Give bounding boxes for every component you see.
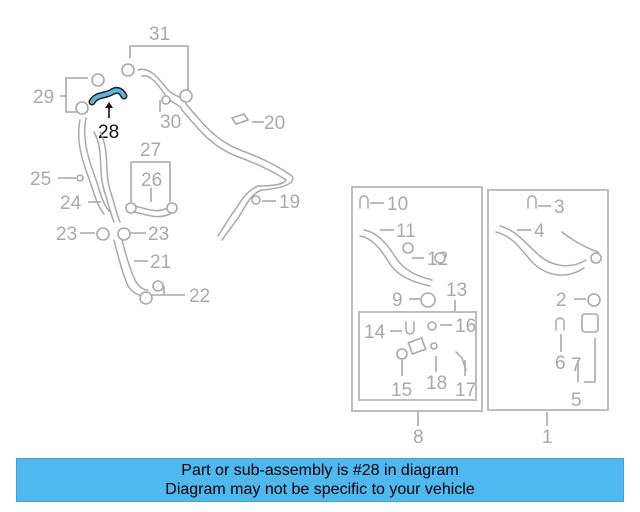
callout-4: 4	[534, 221, 545, 242]
callout-29: 29	[33, 87, 54, 108]
callout-24: 24	[60, 193, 82, 214]
part-28-hose	[88, 86, 128, 118]
callout-10: 10	[387, 194, 408, 215]
parts-diagram: 31 29 30 28 20 27 26 25 24 19 23 23 21 2…	[30, 24, 609, 448]
info-banner: Part or sub-assembly is #28 in diagram D…	[16, 458, 624, 502]
callout-22: 22	[189, 286, 210, 307]
callout-21: 21	[150, 252, 171, 273]
callout-11: 11	[396, 221, 416, 242]
box-1	[487, 189, 609, 411]
callout-7: 7	[571, 355, 582, 376]
callout-15: 15	[391, 380, 412, 401]
callout-13: 13	[446, 280, 467, 301]
callout-18: 18	[426, 373, 447, 394]
box-8	[351, 186, 483, 412]
callout-16: 16	[455, 316, 476, 337]
callout-30: 30	[160, 112, 181, 133]
callout-2: 2	[556, 290, 567, 311]
box-1-parts	[495, 195, 602, 333]
box-13	[358, 311, 477, 401]
callout-23-left: 23	[56, 224, 77, 245]
callout-27: 27	[140, 140, 161, 161]
callout-5: 5	[571, 390, 582, 411]
callout-1: 1	[542, 427, 553, 448]
callout-26: 26	[141, 170, 162, 191]
callout-31: 31	[149, 24, 170, 45]
box-8-parts	[359, 195, 467, 371]
callout-19: 19	[279, 192, 300, 213]
callout-28: 28	[98, 122, 119, 143]
banner-line-2: Diagram may not be specific to your vehi…	[165, 481, 475, 498]
callout-8: 8	[413, 427, 424, 448]
callout-14: 14	[364, 322, 386, 343]
callout-25: 25	[30, 169, 51, 190]
callout-23-right: 23	[148, 224, 169, 245]
banner-line-1: Part or sub-assembly is #28 in diagram	[181, 462, 459, 479]
callout-20: 20	[264, 113, 285, 134]
callout-6: 6	[555, 353, 566, 374]
callout-3: 3	[554, 197, 565, 218]
hose-assembly-left	[75, 63, 294, 305]
leader-lines-left	[58, 45, 276, 296]
callout-9: 9	[392, 290, 403, 311]
callout-17: 17	[455, 380, 476, 401]
leader-lines-right	[370, 202, 596, 426]
